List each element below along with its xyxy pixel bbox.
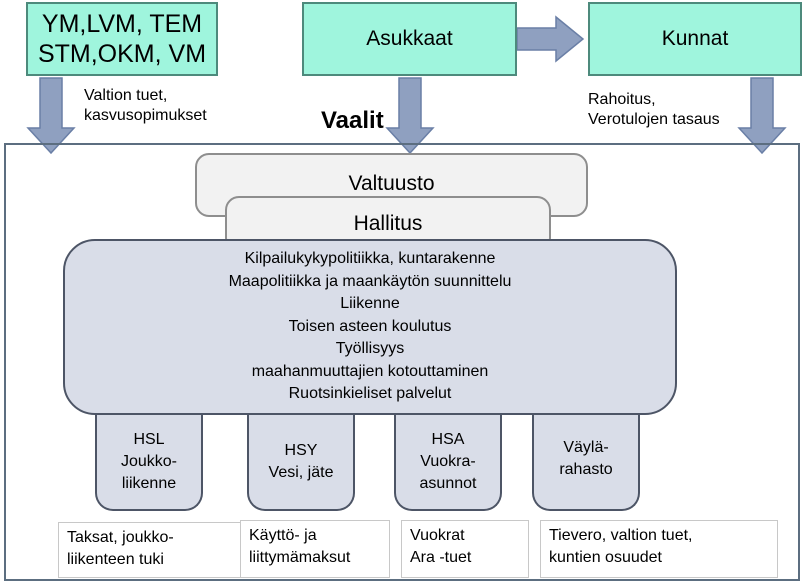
funding-source-hsl: Taksat, joukko- liikenteen tuki bbox=[58, 522, 242, 578]
responsibility-item: Maapolitiikka ja maankäytön suunnittelu bbox=[228, 272, 512, 290]
funding-label: Rahoitus, Verotulojen tasaus bbox=[588, 91, 720, 128]
responsibility-item: Toisen asteen koulutus bbox=[288, 317, 452, 335]
ministries-line-1: YM,LVM, TEM bbox=[41, 10, 203, 38]
responsibility-item: Työllisyys bbox=[335, 340, 405, 358]
org-hsy-label: HSY Vesi, jäte bbox=[268, 441, 334, 481]
arrow-ministries-down bbox=[26, 77, 76, 155]
residents-label: Asukkaat bbox=[366, 27, 453, 50]
org-vaylarahasto-box: Väylä- rahasto bbox=[532, 400, 640, 511]
municipalities-label: Kunnat bbox=[661, 27, 729, 50]
org-hsl-label: HSL Joukko- liikenne bbox=[120, 430, 178, 492]
state-support-label: Valtion tuet, kasvusopimukset bbox=[84, 87, 207, 124]
ministries-box: YM,LVM, TEM STM,OKM, VM bbox=[26, 2, 218, 76]
responsibility-item: maahanmuuttajien kotouttaminen bbox=[251, 362, 489, 380]
org-hsa-box: HSA Vuokra- asunnot bbox=[394, 400, 502, 511]
ministries-line-2: STM,OKM, VM bbox=[37, 40, 207, 68]
responsibility-item: Ruotsinkieliset palvelut bbox=[288, 385, 452, 403]
funding-source-hsy: Käyttö- ja liittymämaksut bbox=[240, 520, 390, 578]
responsibility-item: Kilpailukykypolitiikka, kuntarakenne bbox=[244, 249, 496, 267]
responsibilities-box: Kilpailukykypolitiikka, kuntarakenne Maa… bbox=[63, 239, 677, 415]
elections-label: Vaalit bbox=[321, 107, 384, 134]
org-vaylarahasto-label: Väylä- rahasto bbox=[559, 438, 613, 478]
responsibility-item: Liikenne bbox=[340, 295, 400, 313]
residents-box: Asukkaat bbox=[302, 2, 517, 76]
municipalities-box: Kunnat bbox=[588, 2, 802, 76]
valtuusto-label: Valtuusto bbox=[348, 172, 435, 195]
org-hsa-label: HSA Vuokra- asunnot bbox=[419, 430, 477, 492]
arrow-municipalities-down bbox=[737, 77, 787, 155]
funding-source-hsa: Vuokrat Ara -tuet bbox=[401, 520, 529, 578]
arrow-residents-to-municipalities bbox=[516, 15, 585, 63]
arrow-residents-down bbox=[385, 77, 435, 155]
org-hsy-box: HSY Vesi, jäte bbox=[247, 400, 355, 511]
outer-frame bbox=[4, 143, 800, 581]
funding-source-vaylarahasto: Tievero, valtion tuet, kuntien osuudet bbox=[540, 520, 778, 578]
hallitus-label: Hallitus bbox=[353, 212, 423, 235]
org-hsl-box: HSL Joukko- liikenne bbox=[95, 400, 203, 511]
